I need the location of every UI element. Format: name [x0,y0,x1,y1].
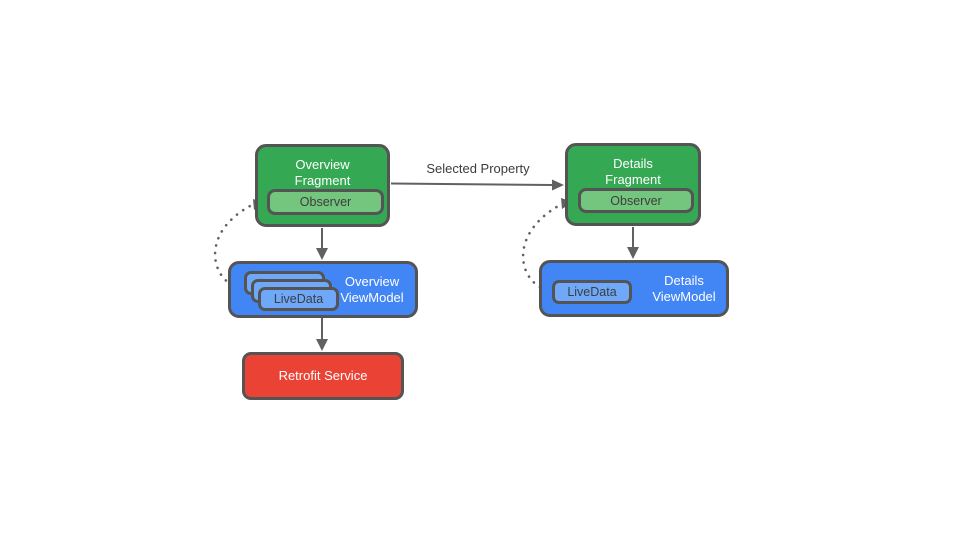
overview-fragment-title-line1: Overview [295,157,350,172]
arrow-overview-viewmodel-to-retrofit-service [316,318,328,351]
details-viewmodel-node: LiveData Details ViewModel [539,260,729,317]
overview-fragment-node: Overview Fragment Observer [255,144,390,227]
overview-observer-label: Observer [299,195,352,209]
details-fragment-title-line2: Fragment [605,172,661,187]
overview-livedata-label: LiveData [273,292,324,306]
overview-fragment-title: Overview Fragment [258,147,387,189]
details-fragment-title: Details Fragment [568,146,698,188]
details-livedata-label: LiveData [567,285,617,299]
overview-viewmodel-title-line1: Overview [344,273,400,289]
details-observer-label: Observer [610,193,662,208]
selected-property-edge-label: Selected Property [426,161,530,176]
retrofit-service-label: Retrofit Service [278,368,368,383]
overview-viewmodel-node: LiveData Overview ViewModel [228,261,418,318]
retrofit-service-node: Retrofit Service [242,352,404,400]
arrow-selected-property [390,179,564,191]
overview-viewmodel-title: Overview ViewModel [333,264,411,315]
arrow-overview-fragment-to-overview-viewmodel [316,228,328,260]
details-observer-node: Observer [578,188,694,213]
details-viewmodel-title-line1: Details [664,272,704,288]
details-fragment-title-line1: Details [613,156,653,171]
details-livedata-node: LiveData [552,280,632,304]
overview-livedata-node: LiveData [258,287,339,311]
overview-observer-node: Observer [267,189,384,215]
details-fragment-node: Details Fragment Observer [565,143,701,226]
arrow-details-fragment-to-details-viewmodel [627,227,639,259]
overview-viewmodel-title-line2: ViewModel [340,289,404,305]
details-viewmodel-title: Details ViewModel [648,263,720,314]
overview-fragment-title-line2: Fragment [294,173,351,188]
details-viewmodel-title-line2: ViewModel [652,288,716,304]
